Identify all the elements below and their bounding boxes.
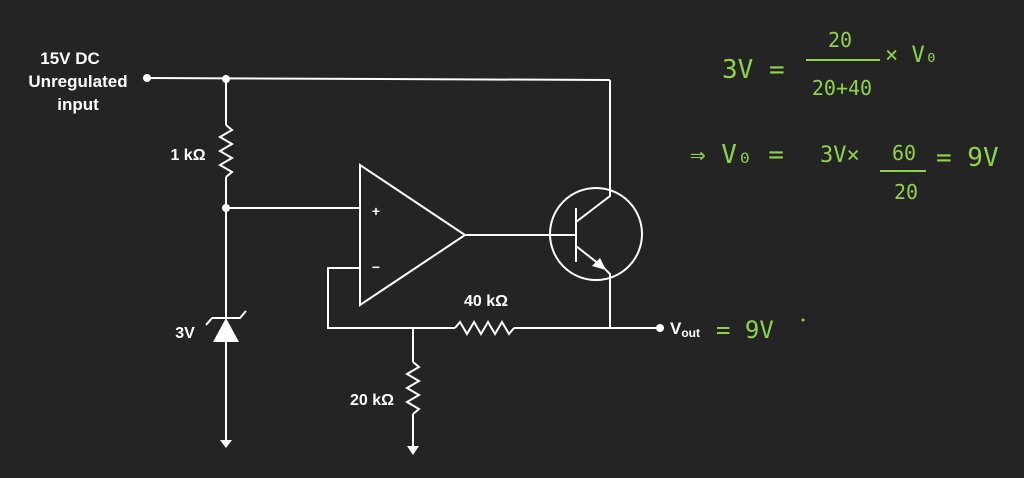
npn-transistor-icon bbox=[549, 80, 643, 328]
op-amp-plus: + bbox=[372, 203, 380, 219]
resistor-20k-label: 20 kΩ bbox=[350, 392, 394, 409]
vout-main: V bbox=[670, 319, 682, 338]
resistor-1k-label: 1 kΩ bbox=[170, 147, 205, 164]
ground-arrow-icon bbox=[220, 440, 232, 448]
supply-label-line2: Unregulated bbox=[28, 72, 127, 91]
stray-dot bbox=[801, 318, 805, 322]
resistor-icon bbox=[454, 320, 515, 336]
ground-arrow-icon bbox=[407, 446, 419, 455]
top-rail-wire bbox=[146, 77, 611, 81]
eq1-numerator: 20 bbox=[828, 28, 852, 52]
op-amp-icon bbox=[359, 163, 467, 307]
eq2-numerator: 60 bbox=[892, 141, 916, 165]
eq1-denominator: 20+40 bbox=[812, 76, 872, 100]
zener-diode-icon bbox=[205, 310, 247, 342]
vout-sub: out bbox=[681, 326, 700, 340]
vout-value-annotation: = 9V bbox=[716, 316, 774, 344]
eq2-rhs: = 9V bbox=[936, 143, 999, 173]
supply-label-line1: 15V DC bbox=[40, 49, 100, 68]
eq1-rhs: × V₀ bbox=[885, 43, 938, 68]
eq2-lhs: ⇒ V₀ = bbox=[690, 140, 784, 170]
resistor-icon bbox=[405, 361, 421, 415]
eq2-mid: 3V× bbox=[820, 143, 860, 168]
zener-label: 3V bbox=[175, 325, 195, 342]
supply-label-line3: input bbox=[57, 95, 99, 114]
feedback-wire bbox=[327, 267, 455, 329]
eq2-denominator: 20 bbox=[894, 180, 918, 204]
vout-label: Vout bbox=[670, 319, 700, 340]
eq1-lhs: 3V = bbox=[722, 55, 785, 85]
output-terminal bbox=[656, 324, 664, 332]
resistor-40k-label: 40 kΩ bbox=[464, 293, 508, 310]
op-amp-minus: − bbox=[372, 259, 380, 275]
resistor-icon bbox=[218, 124, 234, 178]
